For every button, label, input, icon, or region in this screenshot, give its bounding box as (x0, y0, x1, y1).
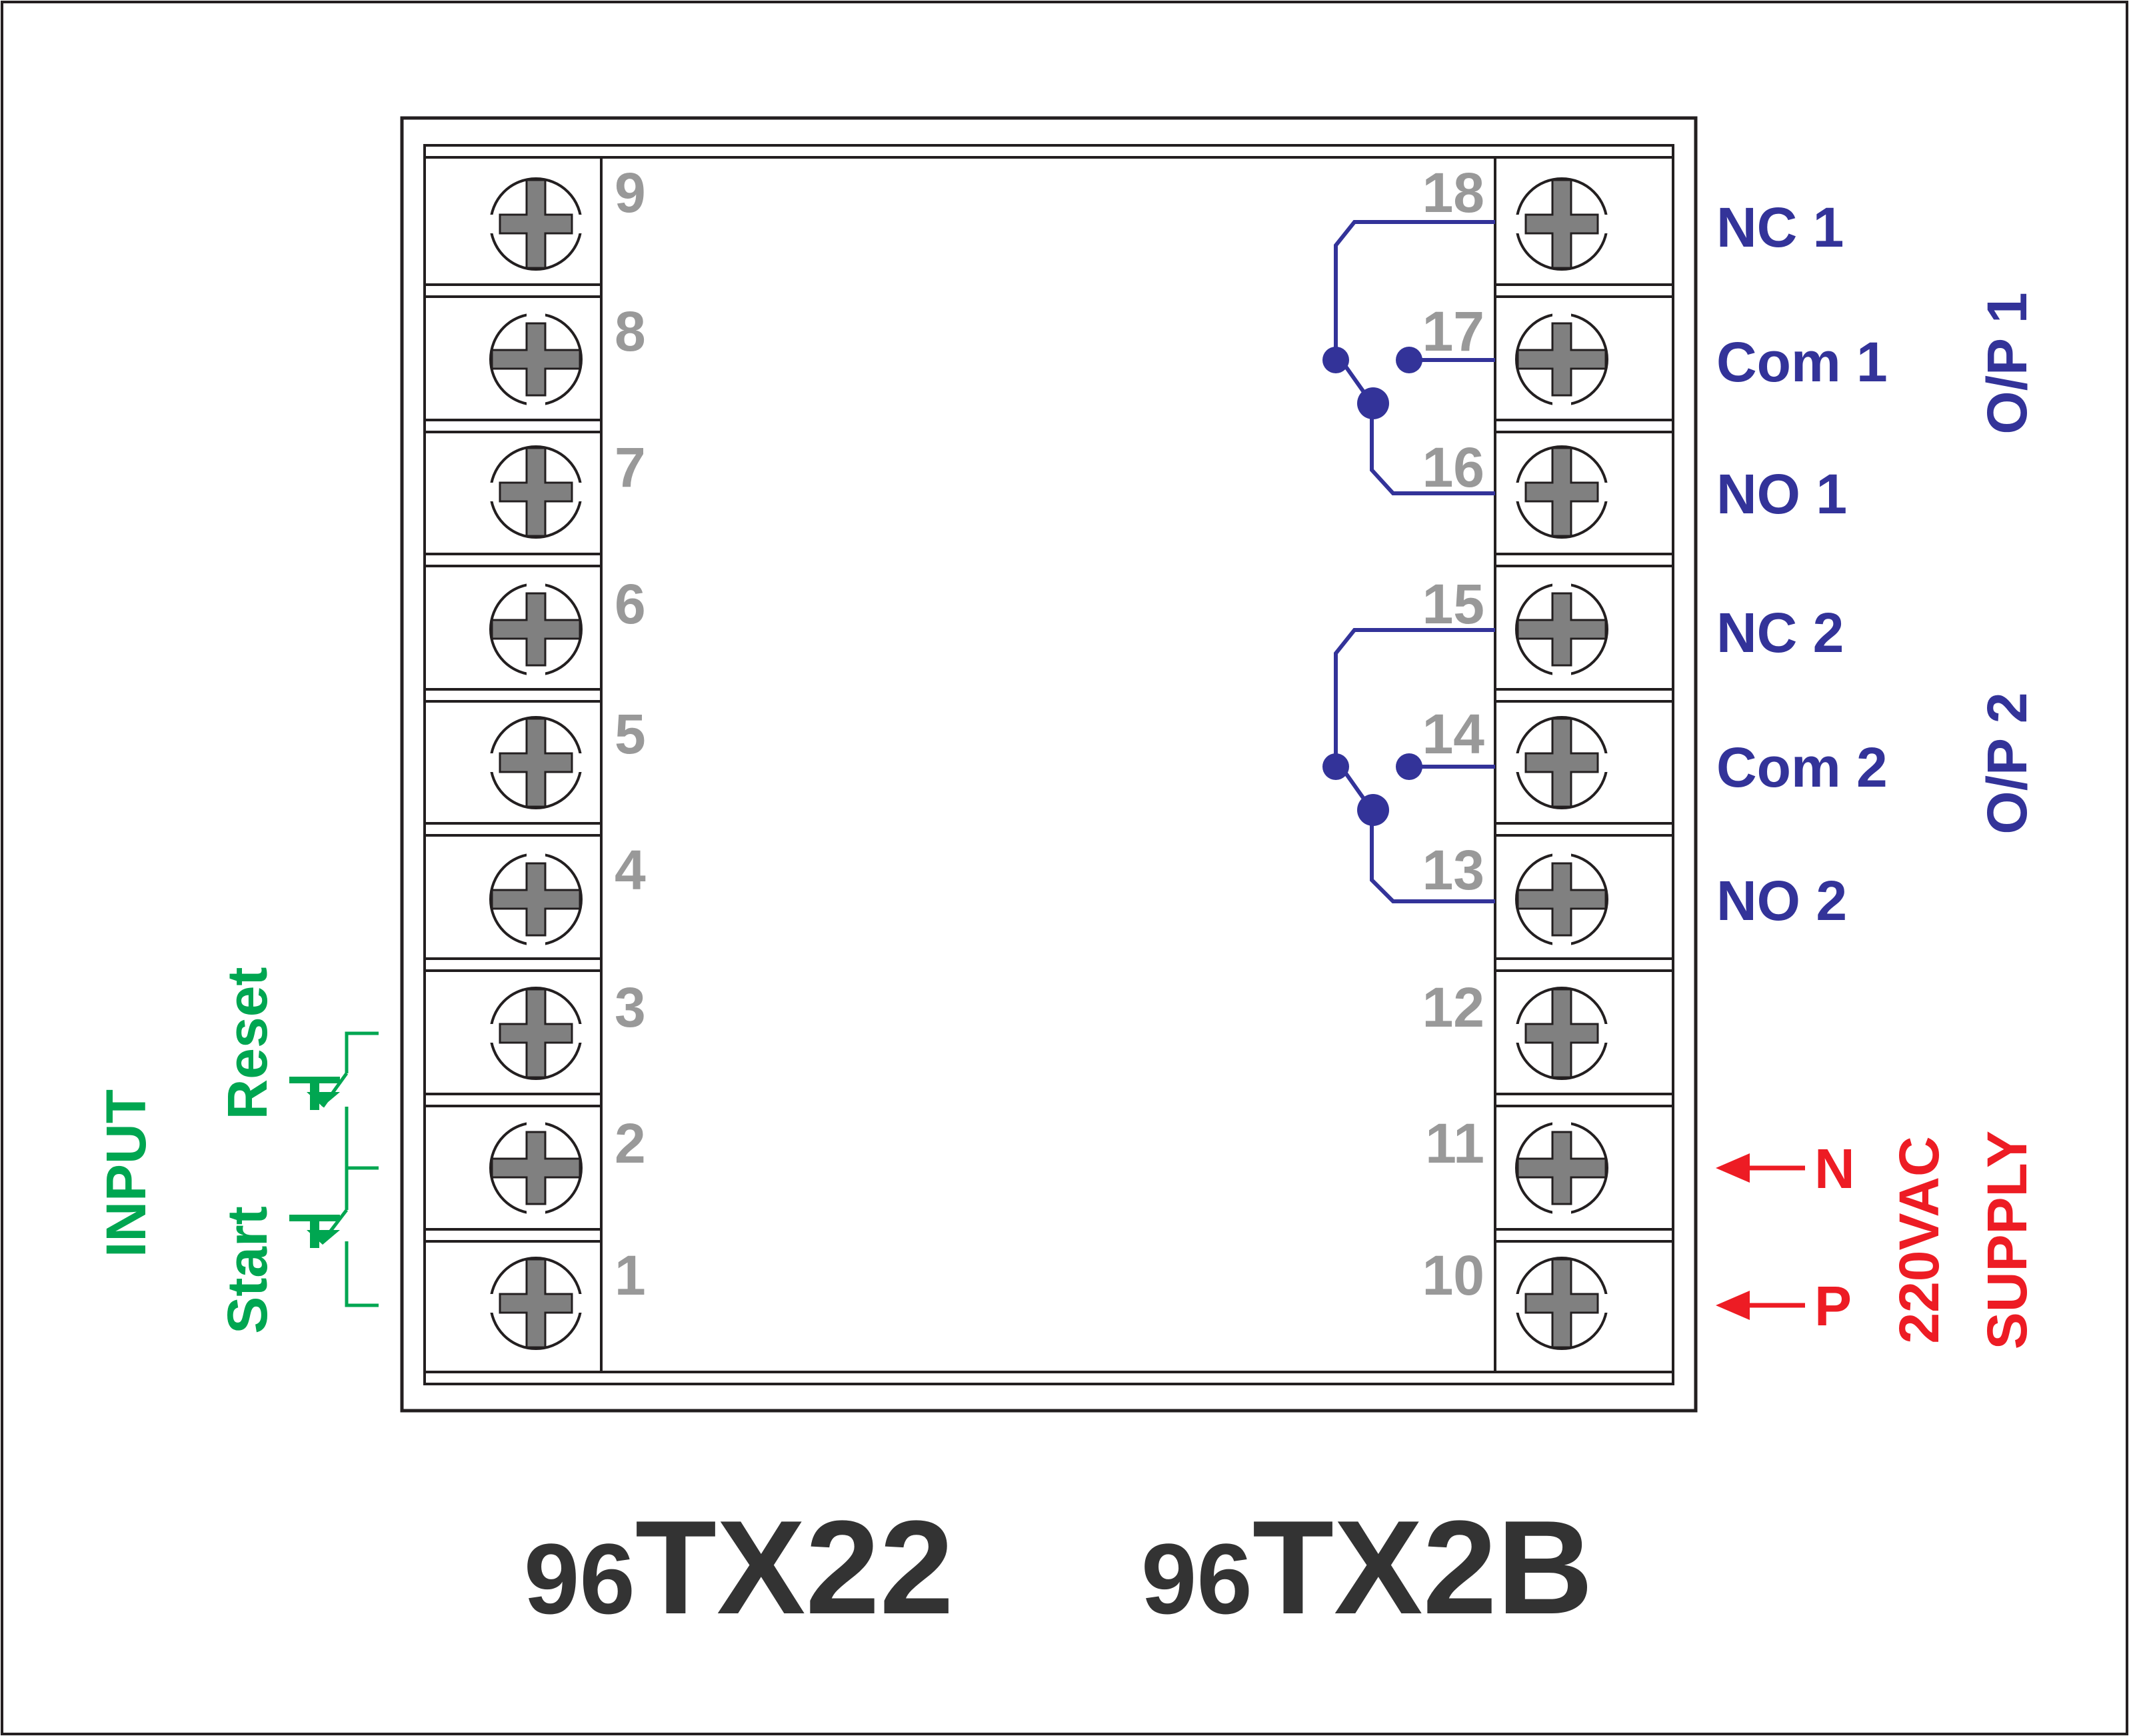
relay-2-contacts (1322, 753, 1422, 826)
relay-1-wiring (1334, 220, 1495, 495)
label-input: INPUT (95, 1089, 157, 1257)
label-nc1: NC 1 (1716, 196, 1844, 259)
model-name-1: 96TX22 (524, 1493, 954, 1642)
terminal-12: 12 (1422, 969, 1674, 1107)
screw-icon (489, 1120, 583, 1216)
top-rail (423, 144, 1674, 159)
terminal-number: 9 (615, 161, 646, 224)
screw-icon (488, 716, 584, 809)
screw-icon (489, 851, 583, 947)
terminal-number: 14 (1422, 703, 1485, 765)
screw-icon (488, 445, 584, 539)
terminal-7: 7 (423, 431, 646, 567)
screw-icon (489, 581, 583, 677)
label-supply-n: N (1814, 1137, 1855, 1200)
terminal-14: 14 (1422, 700, 1674, 837)
terminal-number: 15 (1422, 573, 1484, 635)
terminal-number: 10 (1422, 1244, 1484, 1307)
screw-icon (1515, 581, 1608, 677)
label-nc2: NC 2 (1716, 601, 1844, 664)
terminal-18: 18 (1422, 156, 1674, 298)
terminal-number: 11 (1425, 1112, 1484, 1175)
terminal-13: 13 (1422, 834, 1674, 972)
relay-1-contacts (1322, 347, 1422, 419)
label-op1: O/P 1 (1976, 292, 2038, 434)
label-op2: O/P 2 (1976, 692, 2038, 834)
terminal-11: 11 (1425, 1105, 1674, 1243)
model-name-2: 96TX2B (1141, 1493, 1593, 1642)
label-no2: NO 2 (1716, 869, 1847, 932)
terminal-8: 8 (423, 295, 646, 433)
label-supply: SUPPLY (1976, 1131, 2038, 1349)
label-no1: NO 1 (1716, 463, 1847, 525)
terminal-17: 17 (1422, 295, 1674, 433)
right-terminal-strip: 18 17 16 15 14 (1422, 156, 1674, 1373)
bottom-rail (423, 1371, 1674, 1385)
screw-icon (1514, 177, 1610, 271)
terminal-15: 15 (1422, 565, 1674, 703)
supply-arrows (1716, 1153, 1805, 1320)
terminal-1: 1 (423, 1240, 646, 1373)
terminal-number: 5 (615, 703, 646, 765)
left-terminal-strip: 9 8 7 6 5 4 (423, 156, 646, 1373)
terminal-block-housing (400, 116, 1698, 1413)
screw-icon (1515, 311, 1608, 407)
screw-icon (1515, 1120, 1608, 1216)
screw-icon (489, 311, 583, 407)
label-supply-p: P (1814, 1275, 1852, 1337)
label-reset: Reset (216, 967, 279, 1120)
terminal-number: 4 (615, 839, 646, 901)
terminal-number: 18 (1422, 161, 1484, 224)
arrow-left-icon (1716, 1153, 1750, 1183)
terminal-number: 7 (615, 436, 646, 499)
label-voltage: 220VAC (1888, 1136, 1950, 1343)
label-com1: Com 1 (1716, 331, 1888, 393)
screw-icon (488, 177, 584, 271)
terminal-6: 6 (423, 565, 646, 703)
screw-icon (1514, 987, 1610, 1080)
terminal-number: 17 (1422, 300, 1484, 363)
screw-icon (1515, 851, 1608, 947)
screw-icon (488, 987, 584, 1080)
label-com2: Com 2 (1716, 736, 1888, 799)
screw-icon (1514, 1257, 1610, 1350)
terminal-16: 16 (1422, 431, 1674, 567)
terminal-5: 5 (423, 700, 646, 837)
terminal-number: 13 (1422, 839, 1484, 901)
terminal-number: 3 (615, 976, 646, 1039)
reset-button-icon (289, 1077, 340, 1110)
terminal-number: 6 (615, 573, 646, 635)
screw-icon (1514, 716, 1610, 809)
start-button-icon (289, 1215, 340, 1248)
terminal-number: 2 (615, 1112, 646, 1175)
screw-icon (488, 1257, 584, 1350)
label-start: Start (216, 1206, 279, 1333)
terminal-number: 16 (1422, 436, 1484, 499)
screw-icon (1514, 445, 1610, 539)
terminal-number: 8 (615, 300, 646, 363)
terminal-10: 10 (1422, 1240, 1674, 1373)
terminal-number: 12 (1422, 976, 1484, 1039)
arrow-left-icon (1716, 1291, 1750, 1320)
terminal-4: 4 (423, 834, 646, 972)
terminal-number: 1 (615, 1244, 646, 1307)
input-switch-wiring (321, 1031, 379, 1307)
terminal-3: 3 (423, 969, 646, 1107)
relay-2-wiring (1334, 628, 1495, 903)
